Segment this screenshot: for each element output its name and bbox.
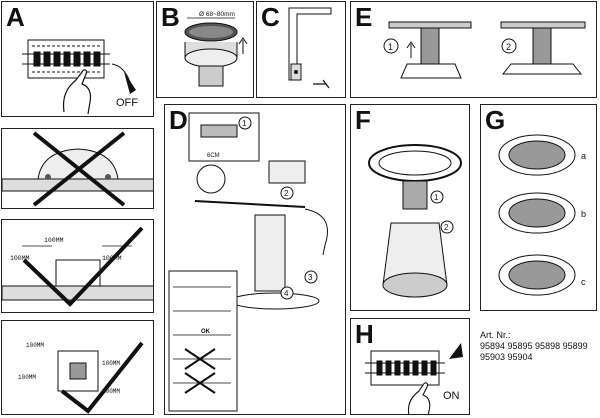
panel-letter: B xyxy=(161,2,180,32)
wiring-assembly-illustration: 1 6CM 2 3 4 OK xyxy=(168,112,328,412)
no-insulation-cover-illustration xyxy=(2,131,153,207)
panel-letter: F xyxy=(355,105,371,135)
clearance-label-c: 100MM xyxy=(102,388,120,395)
panel-letter: D xyxy=(169,105,188,135)
panel-d: D 1 6CM 2 3 4 OK xyxy=(164,104,346,415)
breaker-off-illustration: OFF xyxy=(22,39,138,115)
panel-letter: A xyxy=(6,2,25,32)
fixture-mounting-illustration: 1 2 xyxy=(383,21,586,79)
step-1-label: 1 xyxy=(388,42,393,52)
step-b-label: b xyxy=(581,209,586,219)
panel-clearance-2: 100MM 100MM 100MM 100MM xyxy=(1,320,154,415)
clearance-label-left: 100MM xyxy=(10,255,30,262)
panel-letter: G xyxy=(485,105,506,135)
step-c-label: c xyxy=(581,277,586,287)
circuit-breaker-panel xyxy=(22,39,110,79)
circuit-breaker-panel xyxy=(365,350,445,386)
step-2-label: 2 xyxy=(506,42,511,52)
panel-letter: H xyxy=(355,319,374,349)
clearance-label-d: 100MM xyxy=(18,374,36,381)
hand-icon xyxy=(62,69,92,115)
article-number-line-2: 95903 95904 xyxy=(480,352,533,362)
panel-a: A OFF xyxy=(1,1,154,117)
cutout-diameter-illustration: Ø 68~80mm xyxy=(184,11,248,87)
terminal-wiring-steps xyxy=(173,286,231,394)
spotlight-tilt-illustration: a b c xyxy=(498,134,586,296)
step-3-label: 3 xyxy=(308,273,313,282)
arrow-up-icon xyxy=(406,41,416,58)
check-mark-icon xyxy=(22,226,144,307)
off-label: OFF xyxy=(116,97,138,109)
ok-label: OK xyxy=(201,329,211,335)
clearance-label-a: 100MM xyxy=(26,342,44,349)
panel-e: E 1 2 xyxy=(350,1,597,98)
step-a-label: a xyxy=(581,151,586,161)
article-numbers: Art. Nr.: 95894 95895 95898 95899 95903 … xyxy=(480,330,598,363)
panel-letter: E xyxy=(355,2,373,32)
panel-b: B Ø 68~80mm xyxy=(156,1,254,98)
spring-clip-illustration xyxy=(288,7,332,89)
panel-f: F 1 2 xyxy=(350,104,470,311)
arrow-up-icon xyxy=(449,343,463,359)
panel-letter: C xyxy=(261,2,280,32)
distance-label: 6CM xyxy=(207,153,220,159)
screwdriver-icon xyxy=(313,79,330,89)
panel-g: G a b c xyxy=(480,104,597,311)
step-2-label: 2 xyxy=(284,189,289,198)
article-number-line-1: 95894 95895 95898 95899 xyxy=(480,341,588,351)
step-1-label: 1 xyxy=(434,193,439,202)
step-4-label: 4 xyxy=(284,289,289,298)
on-label: ON xyxy=(443,390,460,402)
clearance-label-top: 100MM xyxy=(44,237,64,244)
clearance-top-illustration: 100MM 100MM 100MM 100MM xyxy=(18,341,144,414)
clearance-label-b: 100MM xyxy=(102,360,120,367)
clearance-side-illustration: 100MM 100MM 100MM xyxy=(2,226,153,307)
arrow-up-icon xyxy=(238,37,248,54)
panel-no-insulation xyxy=(1,128,154,209)
panel-clearance-1: 100MM 100MM 100MM xyxy=(1,219,154,313)
lamp-insertion-illustration: 1 2 xyxy=(368,144,462,298)
check-mark-icon xyxy=(60,341,144,414)
panel-c: C xyxy=(256,1,346,98)
step-1-label: 1 xyxy=(242,119,247,128)
diameter-label: Ø 68~80mm xyxy=(199,11,235,18)
article-number-label: Art. Nr.: xyxy=(480,330,511,340)
step-2-label: 2 xyxy=(444,223,449,232)
breaker-on-illustration: ON xyxy=(365,343,463,414)
panel-h: H ON xyxy=(350,318,470,415)
hand-icon xyxy=(407,382,431,414)
arrow-down-icon xyxy=(124,72,136,94)
